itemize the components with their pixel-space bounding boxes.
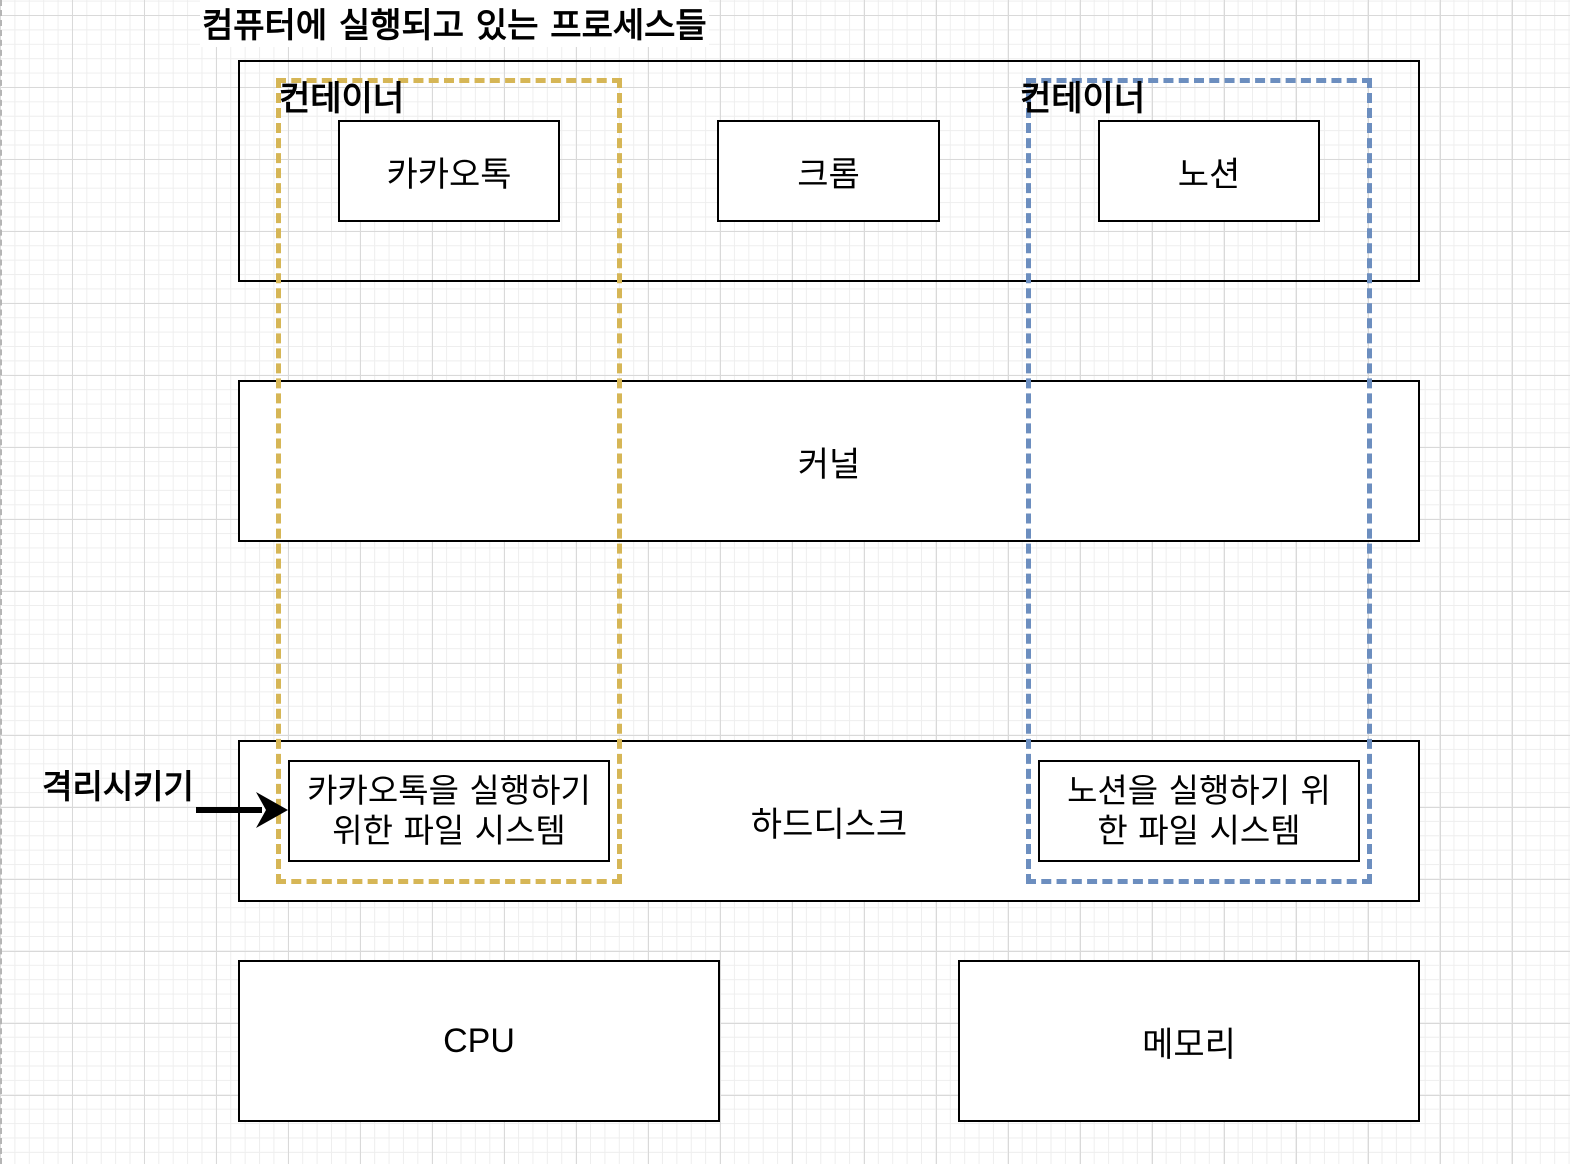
notion-file-system[interactable]: 노션을 실행하기 위 한 파일 시스템 [1038,760,1360,862]
processes-area[interactable] [238,60,1420,282]
process-chrome-label: 크롬 [797,154,860,195]
memory-label: 메모리 [1142,1024,1236,1065]
notion-file-system-label: 노션을 실행하기 위 한 파일 시스템 [1067,771,1331,850]
memory-box[interactable]: 메모리 [958,960,1420,1122]
container-notion-outline[interactable] [1026,78,1372,884]
kernel-layer[interactable]: 커널 [238,380,1420,542]
cpu-label: CPU [443,1021,515,1060]
cpu-box[interactable]: CPU [238,960,720,1122]
process-kakaotalk-label: 카카오톡 [386,154,512,195]
arrow-right-icon [196,792,288,828]
diagram-title: 컴퓨터에 실행되고 있는 프로세스들 [200,0,709,47]
kakaotalk-file-system[interactable]: 카카오톡을 실행하기 위한 파일 시스템 [288,760,610,862]
kernel-label: 커널 [797,444,861,485]
container-notion-label: 컨테이너 [1020,79,1146,119]
process-notion-label: 노션 [1177,154,1241,195]
container-kakaotalk-outline[interactable] [276,78,622,884]
container-kakaotalk-label: 컨테이너 [279,79,405,119]
canvas-edge [0,0,2,1164]
isolation-note: 격리시키기 [42,767,194,806]
hard-disk-label: 하드디스크 [750,804,908,845]
process-chrome[interactable]: 크롬 [717,120,940,222]
process-notion[interactable]: 노션 [1098,120,1320,222]
process-kakaotalk[interactable]: 카카오톡 [338,120,560,222]
kakaotalk-file-system-label: 카카오톡을 실행하기 위한 파일 시스템 [307,771,591,850]
